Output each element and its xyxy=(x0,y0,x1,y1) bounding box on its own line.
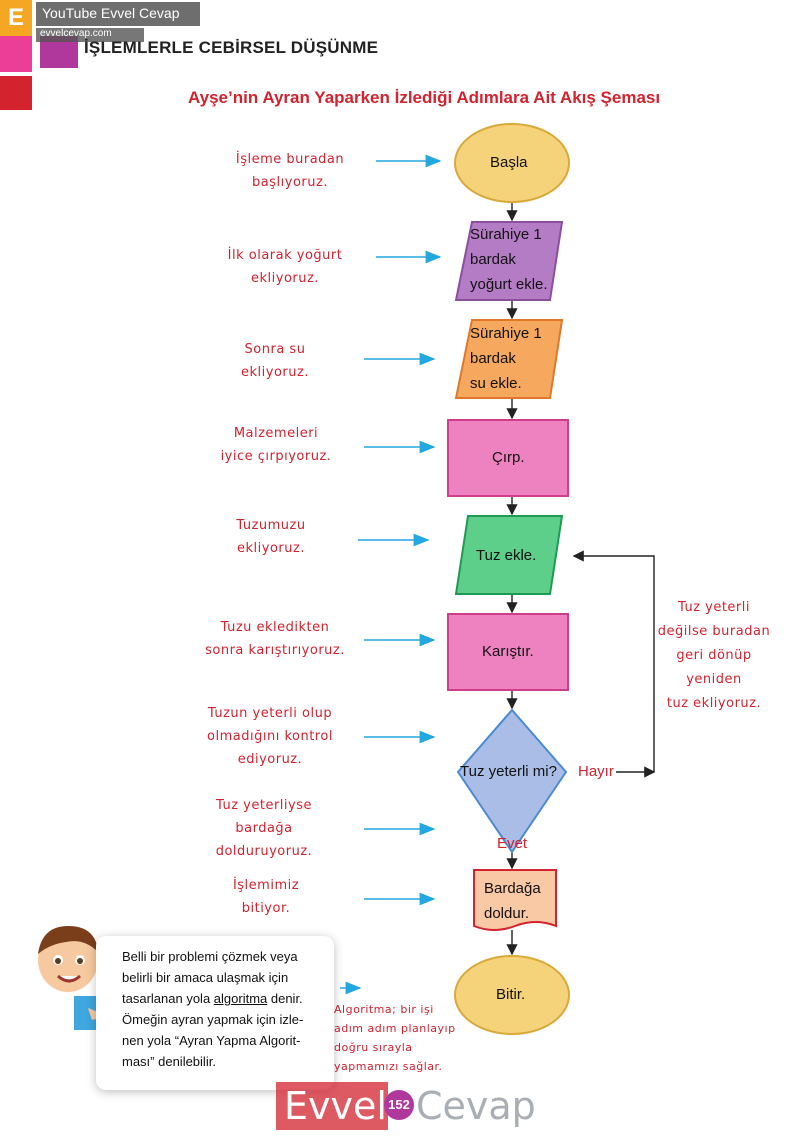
loop-note-line2: değilse buradan xyxy=(657,624,771,639)
node-start xyxy=(454,123,570,203)
info-box: Belli bir problemi çözmek veya belirli b… xyxy=(96,936,334,1090)
node-step2-line3: su ekle. xyxy=(470,375,522,392)
node-step2 xyxy=(454,319,564,399)
page-number: 152 xyxy=(388,1097,410,1112)
branch-no-label: Hayır xyxy=(578,763,614,780)
unit-title: İŞLEMLERLE CEBİRSEL DÜŞÜNME xyxy=(84,38,379,57)
node-end xyxy=(454,955,570,1035)
annotation-2-line2: ekliyoruz. xyxy=(251,271,319,286)
side-block-orange xyxy=(0,0,32,36)
watermark-youtube-text: YouTube Evvel Cevap xyxy=(42,5,180,21)
annotation-6-line1: Tuzu ekledikten xyxy=(220,620,330,635)
node-step3 xyxy=(447,419,569,497)
diagram-title: Ayşe’nin Ayran Yaparken İzlediği Adımlar… xyxy=(188,88,661,107)
loop-note-line5: tuz ekliyoruz. xyxy=(666,696,762,711)
info-line5: nen yola “Ayran Yapma Algorit- xyxy=(122,1033,301,1048)
node-step4-label: Tuz ekle. xyxy=(476,547,537,564)
page-number-circle xyxy=(384,1090,414,1120)
annotation-5: Tuzumuzu ekliyoruz. xyxy=(196,514,346,560)
node-step3-label: Çırp. xyxy=(492,449,525,466)
node-step4 xyxy=(454,515,564,595)
annotation-4-line1: Malzemeleri xyxy=(233,426,319,441)
footer-brand-left: Evvel xyxy=(284,1084,387,1128)
annotation-5-line1: Tuzumuzu xyxy=(236,518,306,533)
node-step2-line1: Sürahiye 1 xyxy=(470,325,542,342)
node-step6-line2: doldur. xyxy=(484,905,530,922)
annotation-3-line1: Sonra su xyxy=(244,342,306,357)
branch-yes-label: Evet xyxy=(497,835,528,852)
annotation-7-line2: olmadığını kontrol xyxy=(207,729,333,744)
annotation-4-line2: iyice çırpıyoruz. xyxy=(220,449,332,464)
annotation-1-line1: İşleme buradan xyxy=(235,152,345,167)
annotation-8-line2: bardağa xyxy=(235,821,293,836)
node-step1 xyxy=(454,221,564,301)
footer-brand-right: Cevap xyxy=(416,1084,536,1128)
annotation-3-line2: ekliyoruz. xyxy=(241,365,309,380)
annotation-4: Malzemeleri iyice çırpıyoruz. xyxy=(196,422,356,468)
watermark-url: evvelcevap.com xyxy=(40,28,112,39)
algorithm-note-line4: yapmamızı sağlar. xyxy=(334,1060,443,1073)
info-line3: tasarlanan yola algoritma denir. xyxy=(122,988,322,1009)
annotation-6: Tuzu ekledikten sonra karıştırıyoruz. xyxy=(190,616,360,662)
watermark-youtube xyxy=(36,2,200,26)
annotation-9: İşlemimiz bitiyor. xyxy=(196,874,336,920)
algorithm-note: Algoritma; bir işi adım adım planlayıp d… xyxy=(334,1000,470,1076)
annotation-arrows xyxy=(340,154,442,995)
annotation-8-line1: Tuz yeterliyse xyxy=(216,798,312,813)
node-step6-line1: Bardağa xyxy=(484,880,541,897)
footer-brand-left-bg xyxy=(276,1082,388,1130)
info-line3-post: denir. xyxy=(267,991,303,1006)
annotation-7-line1: Tuzun yeterli olup xyxy=(207,706,333,721)
annotation-1: İşleme buradan başlıyoruz. xyxy=(210,148,370,194)
info-line4: Ömeğin ayran yapmak için izle- xyxy=(122,1012,304,1027)
annotation-2: İlk olarak yoğurt ekliyoruz. xyxy=(200,244,370,290)
node-end-label: Bitir. xyxy=(496,986,526,1003)
node-decision-label: Tuz yeterli mi? xyxy=(460,763,557,780)
loop-note-line3: geri dönüp xyxy=(676,648,752,663)
node-decision xyxy=(456,708,568,854)
annotation-3: Sonra su ekliyoruz. xyxy=(200,338,350,384)
side-block-pink xyxy=(0,36,32,72)
info-line3-pre: tasarlanan yola xyxy=(122,991,214,1006)
node-step1-line1: Sürahiye 1 xyxy=(470,226,542,243)
annotation-7-line3: ediyoruz. xyxy=(237,752,303,767)
annotation-9-line1: İşlemimiz xyxy=(232,878,300,893)
node-start-label: Başla xyxy=(490,154,528,171)
watermark-url-bg xyxy=(36,28,144,42)
algorithm-note-line3: doğru sırayla xyxy=(334,1041,413,1054)
node-step5 xyxy=(447,613,569,691)
annotation-1-line2: başlıyoruz. xyxy=(252,175,328,190)
node-step1-line3: yoğurt ekle. xyxy=(470,276,548,293)
annotation-5-line2: ekliyoruz. xyxy=(237,541,305,556)
algorithm-note-line1: Algoritma; bir işi xyxy=(334,1003,434,1016)
loop-note: Tuz yeterli değilse buradan geri dönüp y… xyxy=(652,596,776,716)
algorithm-note-line2: adım adım planlayıp xyxy=(334,1022,456,1035)
badge-letter: E xyxy=(8,4,25,31)
node-step2-line2: bardak xyxy=(470,350,516,367)
node-step6 xyxy=(473,869,557,931)
info-line2: belirli bir amaca ulaşmak için xyxy=(122,970,289,985)
loop-note-line4: yeniden xyxy=(686,672,742,687)
annotation-9-line2: bitiyor. xyxy=(241,901,291,916)
node-step5-label: Karıştır. xyxy=(482,643,534,660)
annotation-2-line1: İlk olarak yoğurt xyxy=(227,248,343,263)
info-term-algorithm: algoritma xyxy=(213,991,268,1006)
annotation-8-line3: dolduruyoruz. xyxy=(215,844,313,859)
annotation-8: Tuz yeterliyse bardağa dolduruyoruz. xyxy=(184,794,344,863)
loop-note-line1: Tuz yeterli xyxy=(677,600,751,615)
info-line6: ması” denilebilir. xyxy=(122,1054,216,1069)
node-step1-line2: bardak xyxy=(470,251,516,268)
side-block-red xyxy=(0,76,32,110)
info-line1: Belli bir problemi çözmek veya xyxy=(122,949,298,964)
annotation-7: Tuzun yeterli olup olmadığını kontrol ed… xyxy=(190,702,350,771)
flow-connectors xyxy=(506,202,656,956)
annotation-6-line2: sonra karıştırıyoruz. xyxy=(205,643,345,658)
